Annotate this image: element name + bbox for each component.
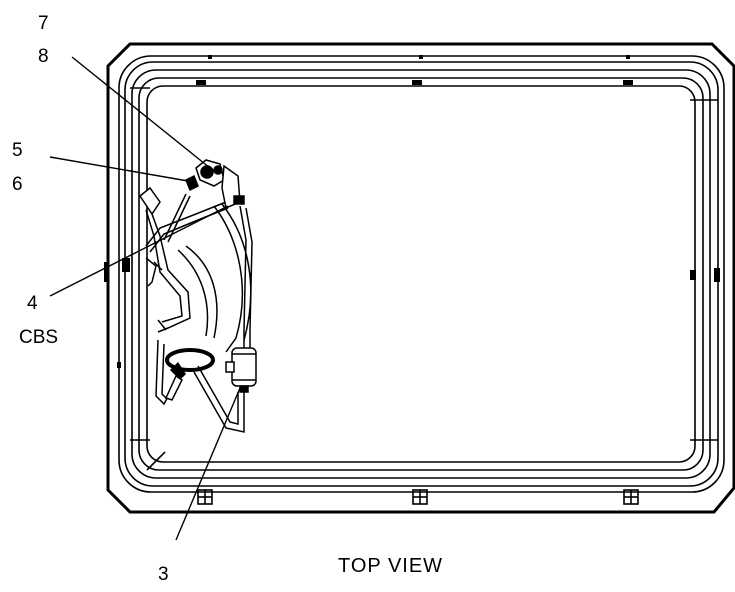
callout-labels: 7 8 5 6 4 CBS 3: [12, 13, 169, 585]
rail-seams: [130, 87, 718, 471]
callout-7: 7: [38, 13, 49, 34]
view-caption: TOP VIEW: [338, 555, 443, 577]
callout-cbs: CBS: [19, 327, 58, 348]
leader-3: [175, 387, 241, 541]
leader-5-6: [49, 156, 189, 182]
callout-4: 4: [27, 293, 38, 314]
callout-3: 3: [158, 564, 169, 585]
hose-assembly: [138, 186, 253, 433]
side-hinges: [104, 258, 720, 368]
callout-8: 8: [38, 46, 49, 67]
outer-housing: [106, 42, 735, 514]
bottom-mounting-brackets: [197, 489, 639, 505]
inner-rail: [118, 55, 725, 493]
inline-filter: [225, 347, 257, 393]
ring-clamp: [164, 348, 215, 401]
leader-4: [49, 205, 229, 297]
leader-7-8: [71, 56, 211, 169]
callout-6: 6: [12, 174, 23, 195]
leader-lines: [49, 56, 241, 541]
top-mounting-tabs: [196, 55, 633, 85]
callout-5: 5: [12, 140, 23, 161]
valve-coupler: [185, 159, 245, 210]
